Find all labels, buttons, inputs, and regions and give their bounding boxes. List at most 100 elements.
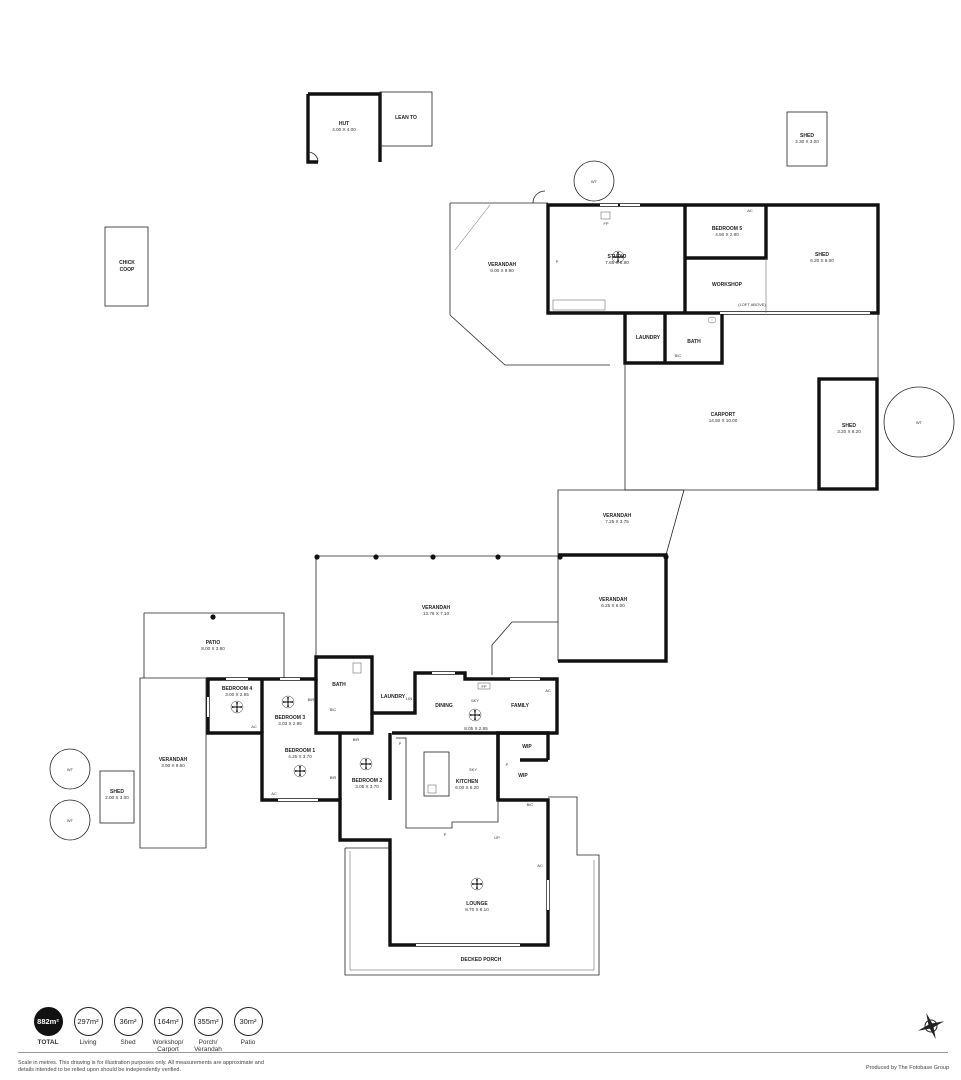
living-dims: 8.05 X 2.95 xyxy=(464,726,488,731)
wip2-label: WIP xyxy=(518,773,528,779)
bic-label-lounge: BIC xyxy=(527,802,534,807)
stat-label: Patio xyxy=(240,1039,256,1046)
floor-plan: HUT 4.00 X 4.00 LEAN TO SHED 2.30 X 3.00… xyxy=(49,91,955,976)
stat-label: Porch/ Verandah xyxy=(194,1039,222,1053)
hut-dims: 4.00 X 4.00 xyxy=(332,127,356,132)
bedroom5-dims: 4.50 X 2.90 xyxy=(715,232,739,237)
ac-label-bed1: AC xyxy=(271,791,277,796)
verandah-a-dims: 7.25 X 3.75 xyxy=(605,519,629,524)
shed-small-dims: 2.00 X 3.00 xyxy=(105,795,129,800)
stat-workshop-carport: 164m² Workshop/ Carport xyxy=(148,1007,188,1053)
stat-label: Workshop/ Carport xyxy=(152,1039,184,1053)
sky-label-kitchen: SKY xyxy=(469,767,477,772)
hut-label: HUT xyxy=(339,121,349,127)
stat-living: 297m² Living xyxy=(68,1007,108,1053)
stat-value: 882m² xyxy=(33,1007,63,1036)
studio-dims: 7.65 X 5.90 xyxy=(605,260,629,265)
north-compass-icon: N xyxy=(917,1012,945,1040)
verandah-left-label: VERANDAH xyxy=(159,757,188,763)
studio-complex: VERANDAH 9.00 X 9.90 FP STUDIO 7.65 X 5.… xyxy=(449,190,880,366)
bedroom3-dims: 3.03 X 2.95 xyxy=(278,721,302,726)
verandah-b-label: VERANDAH xyxy=(599,597,628,603)
stat-value: 164m² xyxy=(153,1007,183,1036)
ac-label-family: AC xyxy=(545,688,551,693)
bedroom2-dims: 3.05 X 3.70 xyxy=(355,784,379,789)
chick-coop: CHICK COOP xyxy=(104,226,149,307)
fp-label-studio: FP xyxy=(603,221,608,226)
ac-label-lounge: AC xyxy=(537,863,543,868)
verandah-link: VERANDAH 7.25 X 3.75 VERANDAH 6.25 X 6.0… xyxy=(557,489,685,663)
bedroom1-label: BEDROOM 1 xyxy=(285,748,316,754)
stat-patio: 30m² Patio xyxy=(228,1007,268,1053)
p-label-kitchen: P xyxy=(399,741,402,746)
bath-main-label: BATH xyxy=(332,682,346,688)
footer-divider xyxy=(18,1052,948,1053)
water-tank-label: WT xyxy=(67,818,74,823)
decked-porch: DECKED PORCH xyxy=(344,796,600,976)
verandah-left: VERANDAH 3.90 X 9.60 SHED 2.00 X 3.00 xyxy=(99,677,207,849)
workshop-label: WORKSHOP xyxy=(712,282,743,288)
area-summary: 882m² TOTAL 297m² Living 36m² Shed 164m²… xyxy=(28,1007,268,1053)
fp-label-family: FP xyxy=(481,684,486,689)
svg-text:N: N xyxy=(928,1024,933,1031)
carport: CARPORT 14.50 X 10.00 SHED 3.20 X 6.20 xyxy=(624,313,879,491)
bir-label-bed1: BIR xyxy=(330,775,337,780)
laundry-top-label: LAUNDRY xyxy=(636,335,661,341)
bedroom5-label: BEDROOM 5 xyxy=(712,226,743,232)
bedroom4-label: BEDROOM 4 xyxy=(222,686,253,692)
verandah-studio-dims: 9.00 X 9.90 xyxy=(490,268,514,273)
stat-porch-verandah: 355m² Porch/ Verandah xyxy=(188,1007,228,1053)
bedroom4-dims: 3.00 X 2.95 xyxy=(225,692,249,697)
patio-dims: 8.00 X 3.80 xyxy=(201,646,225,651)
bir-label-bed2: BIR xyxy=(353,737,360,742)
stat-value: 30m² xyxy=(233,1007,263,1036)
lean-to-label: LEAN TO xyxy=(395,115,417,121)
bedroom3-label: BEDROOM 3 xyxy=(275,715,306,721)
water-tank-label: WT xyxy=(916,420,923,425)
laundry-main-label: LAUNDRY xyxy=(381,694,406,700)
stat-value: 36m² xyxy=(113,1007,143,1036)
bir-label-bed3: BIR xyxy=(308,697,315,702)
verandah-main-label: VERANDAH xyxy=(422,605,451,611)
shed-large-dims: 6.20 X 6.00 xyxy=(810,258,834,263)
patio: PATIO 8.00 X 3.80 xyxy=(143,612,285,678)
stat-label: Living xyxy=(79,1039,97,1046)
lounge-dims: 8.70 X 8.10 xyxy=(465,907,489,912)
ac-label-bed4: AC xyxy=(251,724,257,729)
verandah-a-label: VERANDAH xyxy=(603,513,632,519)
producer-credit: Produced by The Fotobase Group xyxy=(865,1065,949,1071)
water-tank-label: WT xyxy=(67,767,74,772)
family-label: FAMILY xyxy=(511,703,530,709)
carport-dims: 14.50 X 10.00 xyxy=(709,418,738,423)
loft-note: (LOFT ABOVE) xyxy=(738,302,766,307)
stat-label: Shed xyxy=(120,1039,136,1046)
verandah-left-dims: 3.90 X 9.60 xyxy=(161,763,185,768)
stat-shed: 36m² Shed xyxy=(108,1007,148,1053)
ac-label-bed5: AC xyxy=(747,208,753,213)
dining-label: DINING xyxy=(435,703,453,709)
bedroom2-label: BEDROOM 2 xyxy=(352,778,383,784)
verandah-studio-label: VERANDAH xyxy=(488,262,517,268)
shed-small-label: SHED xyxy=(110,789,124,795)
verandah-b-dims: 6.25 X 6.00 xyxy=(601,603,625,608)
disclaimer-text: Scale in metres. This drawing is for ill… xyxy=(18,1060,264,1073)
carport-label: CARPORT xyxy=(711,412,736,418)
water-tanks: WT WT WT WT xyxy=(49,160,955,841)
stat-value: 355m² xyxy=(193,1007,223,1036)
chick-coop-label-1: CHICK xyxy=(119,260,135,266)
lin-label: LIN xyxy=(406,696,412,701)
main-verandah: VERANDAH 13.76 X 7.10 xyxy=(210,554,669,675)
shed-top-building: SHED 2.30 X 3.00 xyxy=(786,111,828,167)
stat-total: 882m² TOTAL xyxy=(28,1007,68,1053)
wip1-label: WIP xyxy=(522,744,532,750)
patio-label: PATIO xyxy=(206,640,221,646)
p-label-kitchen2: P xyxy=(444,832,447,837)
p-label-studio: P xyxy=(556,259,559,264)
shed-large-label: SHED xyxy=(815,252,829,258)
up-label: UP xyxy=(494,835,500,840)
verandah-main-dims: 13.76 X 7.10 xyxy=(423,611,449,616)
shed-top-dims: 2.30 X 3.00 xyxy=(795,139,819,144)
house-walls: BEDROOM 4 3.00 X 2.95 AC BEDROOM 3 3.03 … xyxy=(206,655,559,947)
bedroom1-dims: 4.25 X 3.70 xyxy=(288,754,312,759)
shed-carport-label: SHED xyxy=(842,423,856,429)
